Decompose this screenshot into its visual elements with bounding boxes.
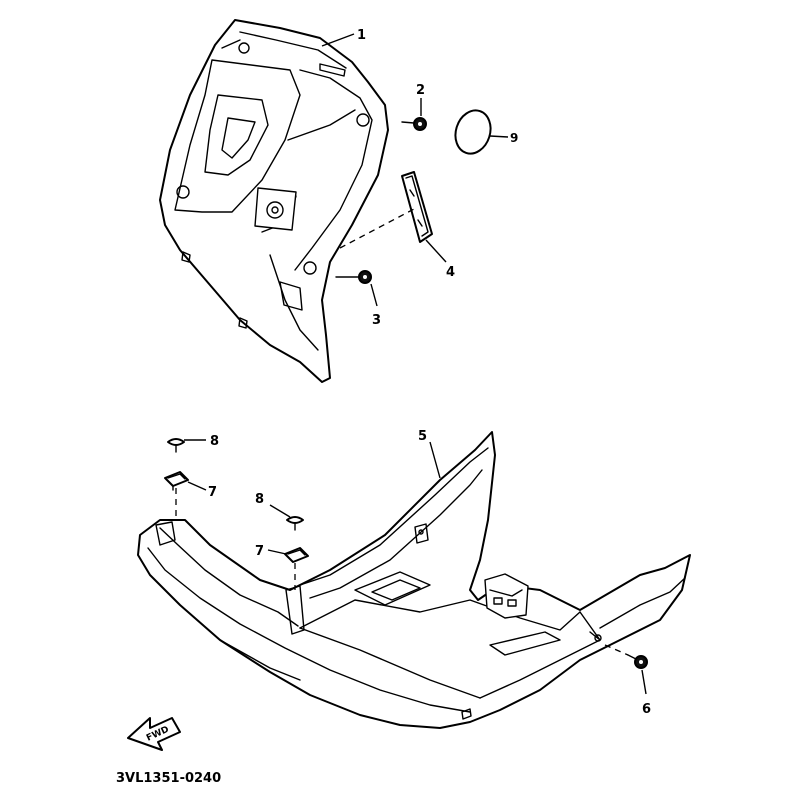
svg-text:5: 5 [418, 429, 427, 444]
callout-2: 2 [416, 83, 425, 116]
callout-1: 1 [321, 28, 366, 47]
callout-7-lower: 7 [255, 544, 287, 559]
forward-direction-arrow: FWD [127, 717, 181, 751]
clip-nut-part-7-lower[interactable] [284, 547, 309, 563]
callout-8-upper: 8 [184, 434, 219, 449]
bracket-part-4[interactable] [401, 171, 433, 243]
svg-text:7: 7 [255, 544, 264, 559]
screw-part-2[interactable] [401, 117, 427, 131]
svg-text:4: 4 [446, 265, 455, 280]
callout-8-lower: 8 [255, 492, 291, 518]
svg-text:9: 9 [510, 131, 518, 145]
svg-text:1: 1 [357, 28, 366, 43]
footboard-cover-lower[interactable] [137, 431, 691, 729]
diagram-code: 3VL1351-0240 [116, 771, 221, 786]
callout-6: 6 [641, 669, 651, 717]
alignment-line-4 [339, 207, 417, 249]
clip-nut-part-7-upper[interactable] [164, 471, 189, 491]
screw-part-8-lower[interactable] [286, 516, 304, 531]
callout-3: 3 [370, 283, 381, 328]
svg-text:3: 3 [372, 313, 381, 328]
screw-part-6[interactable] [604, 644, 648, 669]
svg-text:8: 8 [210, 434, 219, 449]
callout-7-upper: 7 [187, 481, 217, 500]
leg-shield-upper[interactable] [159, 19, 389, 383]
callout-5: 5 [418, 429, 441, 479]
callout-4: 4 [425, 239, 455, 280]
cap-part-9[interactable] [450, 106, 496, 158]
callout-9: 9 [489, 131, 518, 145]
svg-text:8: 8 [255, 492, 264, 507]
screw-part-3[interactable] [335, 270, 372, 284]
screw-part-8-upper[interactable] [167, 438, 185, 453]
svg-text:2: 2 [416, 83, 425, 98]
svg-text:6: 6 [642, 702, 651, 717]
svg-text:7: 7 [208, 485, 217, 500]
